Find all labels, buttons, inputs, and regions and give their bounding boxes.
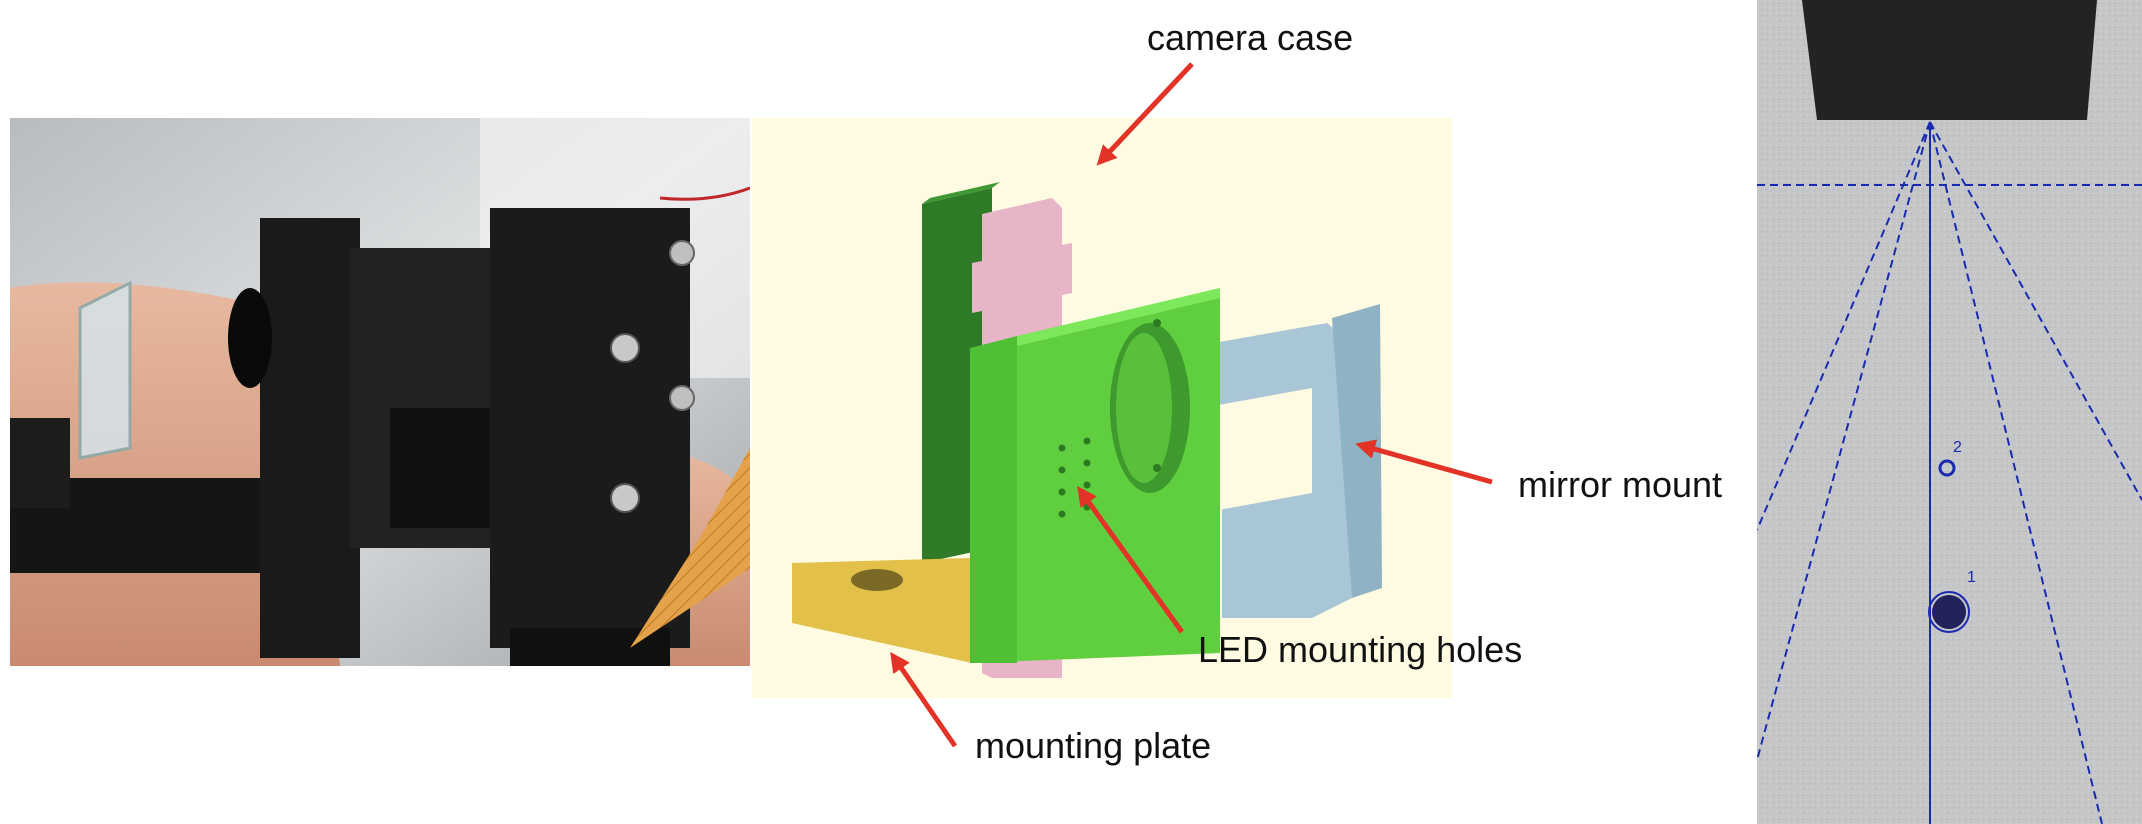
scan-marker-2-label: 2 — [1953, 439, 1962, 456]
photo-panel — [10, 118, 750, 666]
assembly-photo — [10, 118, 750, 666]
mounting-plate-label: mounting plate — [975, 725, 1212, 766]
cad-model — [792, 182, 1382, 678]
scan-marker-1 — [1932, 595, 1966, 629]
cad-render-panel — [752, 118, 1452, 698]
scan-dark-region — [1802, 0, 2097, 120]
led-mounting-holes-label: LED mounting holes — [1198, 629, 1523, 670]
camera-case-label: camera case — [1147, 17, 1354, 58]
mirror-mount-label: mirror mount — [1518, 464, 1723, 505]
mounting-plate — [792, 558, 1017, 663]
scan-marker-1-label: 1 — [1967, 569, 1976, 586]
scan-marker-2 — [1938, 459, 1956, 477]
scan-image: 2 1 — [1757, 0, 2142, 824]
scan-image-panel: 2 1 — [1757, 0, 2142, 824]
